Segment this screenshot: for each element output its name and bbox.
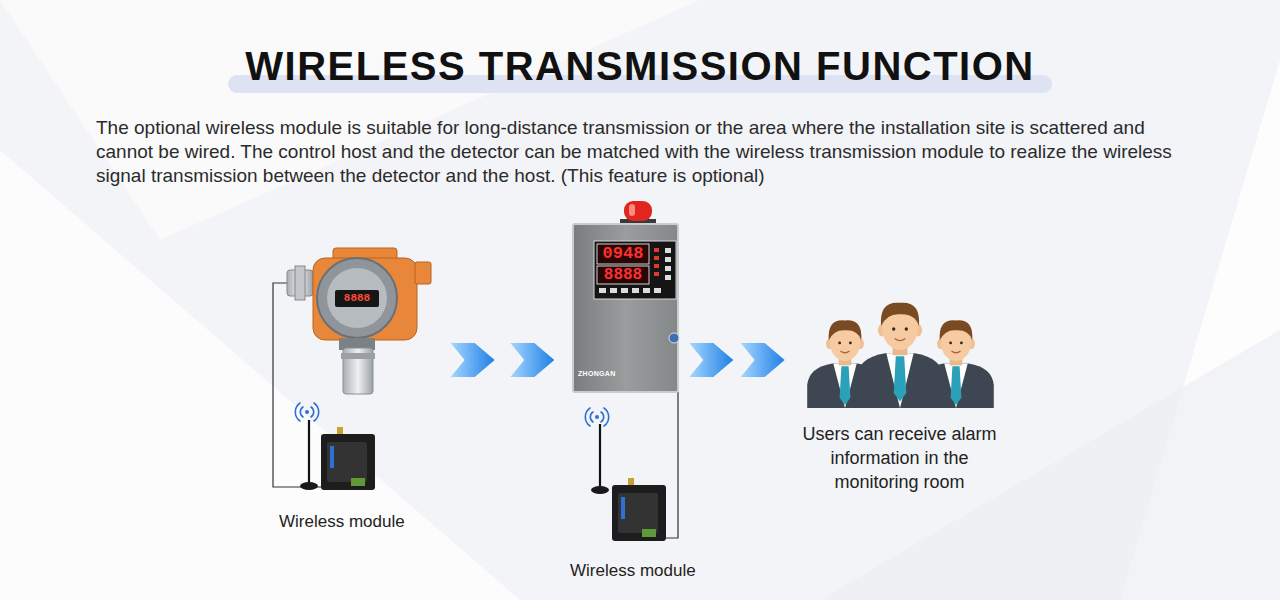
antenna-base [300,482,318,490]
flow-arrow [689,343,733,377]
alarm-light-glint [629,204,635,216]
module-port [642,529,656,537]
display-panel [594,241,676,299]
housing-frame [313,258,417,340]
module-port [351,478,365,486]
node-module1: Wireless module [279,392,429,535]
wifi-icon [295,403,318,421]
digit-window [597,266,649,284]
flow-arrow [451,343,495,377]
description-text: The optional wireless module is suitable… [96,116,1190,188]
detector-illustration [285,240,435,400]
indicator-leds [654,248,671,280]
connector [689,343,784,377]
node-detector: 8888 [285,240,435,400]
cabinet [573,224,678,392]
door-lock [669,333,679,343]
display-digits: 8888 [597,266,649,284]
node-module2: Wireless module [568,398,718,584]
detector-display [335,290,379,307]
side-plug [415,262,431,284]
module2-illustration [568,398,718,584]
connector [666,392,678,538]
module-face [618,493,658,533]
module-stripe [621,497,625,519]
node-host: 0948 8888 [570,198,682,394]
module-face [327,442,367,482]
display-digits: 0948 [597,244,649,264]
flow-arrow [510,343,554,377]
digit-window [597,244,649,264]
alarm-light [624,201,652,221]
housing-cover [317,258,397,338]
wifi-icon [585,408,608,426]
module-label: Wireless module [279,511,405,533]
flow-arrow [741,343,785,377]
brand-text: ZHONGAN [578,370,616,377]
antenna [308,420,310,484]
connector [451,343,555,377]
display-digits: 8888 [335,290,379,307]
users-caption: Users can receive alarm information in t… [792,422,1007,494]
module-stripe [330,446,334,468]
module-device [321,434,375,490]
module-label: Wireless module [570,560,696,582]
panel-buttons [599,288,661,293]
cover-inner [327,268,387,328]
host-illustration [570,198,682,394]
sensor-ring [341,353,375,359]
node-users: Users can receive alarm information in t… [792,298,1009,498]
wire-line [666,392,678,538]
module-device [612,485,666,541]
gland-nut [295,266,305,300]
user-figure [856,303,944,408]
antenna-base [591,486,609,494]
antenna [599,424,601,488]
title-text: WIRELESS TRANSMISSION FUNCTION [0,41,1280,91]
